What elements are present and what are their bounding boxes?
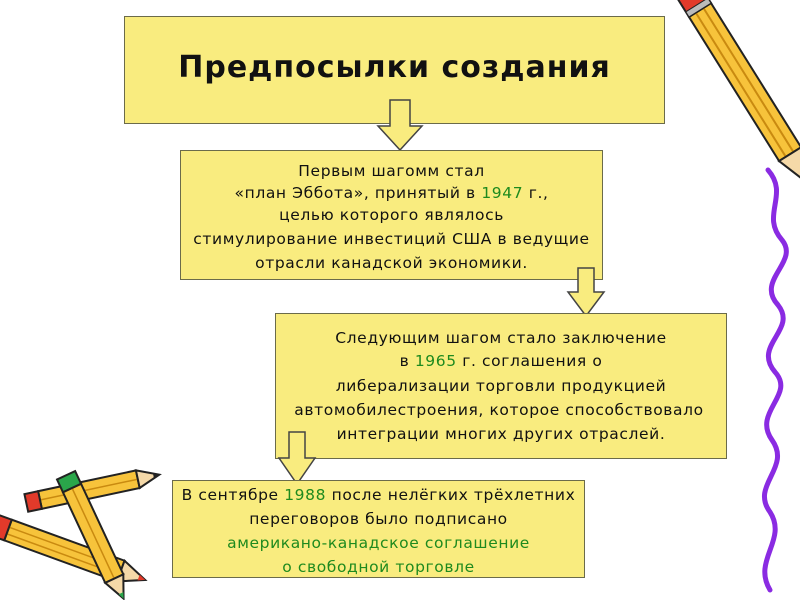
step-2-box xyxy=(275,313,727,459)
year-1947: 1947 xyxy=(481,184,524,202)
step-2-line-4: автомобилестроения, которое способствова… xyxy=(294,401,704,419)
step-1-line-3: целью которого являлось xyxy=(279,206,504,224)
step-1-box xyxy=(180,150,603,280)
step-3-line-3: американо-канадское соглашение xyxy=(227,534,530,552)
step-2-line-2: в 1965 г. соглашения о xyxy=(399,352,603,370)
step-1-line-2: «план Эббота», принятый в 1947 г., xyxy=(234,184,549,202)
step-3-line-4: о свободной торговле xyxy=(282,558,475,576)
year-1988: 1988 xyxy=(284,486,327,504)
down-arrow-icon xyxy=(566,267,606,318)
step-3-line-2: переговоров было подписано xyxy=(249,510,508,528)
step-1-line-4: стимулирование инвестиций США в ведущие xyxy=(193,230,590,248)
step-2-line-5: интеграции многих других отраслей. xyxy=(336,425,666,443)
step-1-line-5: отрасли канадской экономики. xyxy=(255,254,528,272)
down-arrow-icon xyxy=(376,99,424,152)
page-title: Предпосылки создания xyxy=(178,50,611,85)
year-1965: 1965 xyxy=(414,352,457,370)
step-1-line-1: Первым шагомм стал xyxy=(298,162,485,180)
step-2-line-3: либерализации торговли продукцией xyxy=(335,377,667,395)
step-2-line-1: Следующим шагом стало заключение xyxy=(335,329,667,347)
step-3-line-1: В сентябре 1988 после нелёгких трёхлетни… xyxy=(181,486,576,504)
step-3-box xyxy=(172,480,585,578)
down-arrow-icon xyxy=(277,431,317,486)
